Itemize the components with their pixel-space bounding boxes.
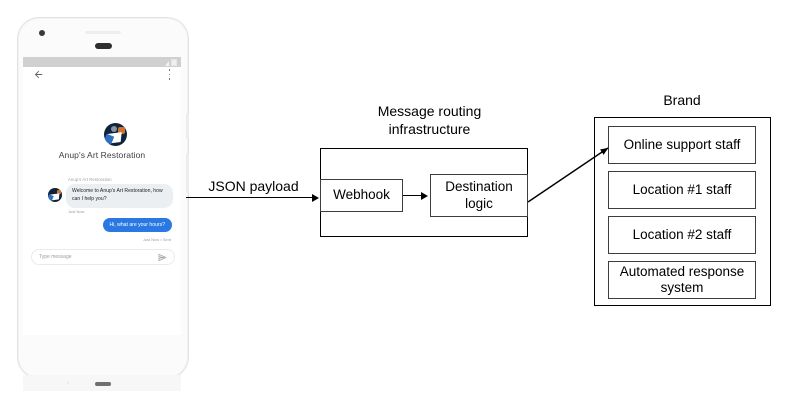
phone-mockup: Anup's Art Restoration Anup's Art Restor… bbox=[17, 17, 189, 391]
json-payload-label: JSON payload bbox=[208, 178, 299, 194]
status-bar bbox=[23, 57, 181, 67]
brand-title: Brand bbox=[663, 92, 701, 108]
send-icon[interactable] bbox=[158, 253, 167, 262]
phone-volume-button bbox=[186, 153, 189, 193]
conversation-brand-title: Anup's Art Restoration bbox=[58, 150, 146, 160]
webhook-to-destination-arrow-line bbox=[403, 195, 423, 197]
incoming-message-bubble: Welcome to Anup's Art Restoration, how c… bbox=[66, 184, 173, 208]
phone-power-button bbox=[186, 113, 189, 139]
message-routing-title: Message routing infrastructure bbox=[377, 103, 482, 137]
outgoing-message-bubble: Hi, what are your hours? bbox=[102, 218, 172, 232]
brand-avatar-icon bbox=[104, 123, 127, 146]
phone-earpiece bbox=[95, 43, 112, 49]
json-payload-arrow-head bbox=[312, 193, 319, 202]
message-input[interactable]: Type message bbox=[31, 249, 175, 265]
incoming-message-timestamp: Just Now bbox=[68, 209, 85, 214]
webhook-to-destination-arrow-head bbox=[421, 191, 428, 200]
message-sender-name: Anup's Art Restoration bbox=[68, 177, 112, 182]
phone-speaker-slit bbox=[85, 31, 121, 34]
phone-screen: Anup's Art Restoration Anup's Art Restor… bbox=[23, 57, 181, 391]
brand-item-automated-response-system[interactable]: Automated response system bbox=[608, 261, 756, 299]
message-avatar-icon bbox=[48, 188, 62, 202]
destination-logic-box[interactable]: Destination logic bbox=[430, 174, 528, 217]
json-payload-arrow-line bbox=[186, 197, 314, 199]
nav-home-pill[interactable] bbox=[95, 382, 111, 386]
brand-item-online-support-staff[interactable]: Online support staff bbox=[608, 126, 756, 164]
back-arrow-icon[interactable] bbox=[33, 69, 44, 80]
signal-triangle-icon bbox=[165, 61, 169, 66]
battery-icon bbox=[171, 59, 177, 66]
webhook-box[interactable]: Webhook bbox=[320, 179, 403, 212]
status-bar-icons bbox=[165, 59, 177, 66]
overflow-menu-icon[interactable] bbox=[168, 69, 171, 80]
front-camera-icon bbox=[39, 30, 45, 36]
android-nav-bar: ‹ bbox=[23, 375, 181, 391]
nav-back-icon[interactable]: ‹ bbox=[67, 380, 69, 386]
brand-item-location-2-staff[interactable]: Location #2 staff bbox=[608, 216, 756, 254]
outgoing-message-timestamp: Just Now • Sent bbox=[142, 237, 171, 242]
app-bar bbox=[23, 67, 181, 81]
message-input-placeholder: Type message bbox=[39, 254, 72, 260]
brand-item-location-1-staff[interactable]: Location #1 staff bbox=[608, 171, 756, 209]
brand-container bbox=[594, 117, 771, 306]
